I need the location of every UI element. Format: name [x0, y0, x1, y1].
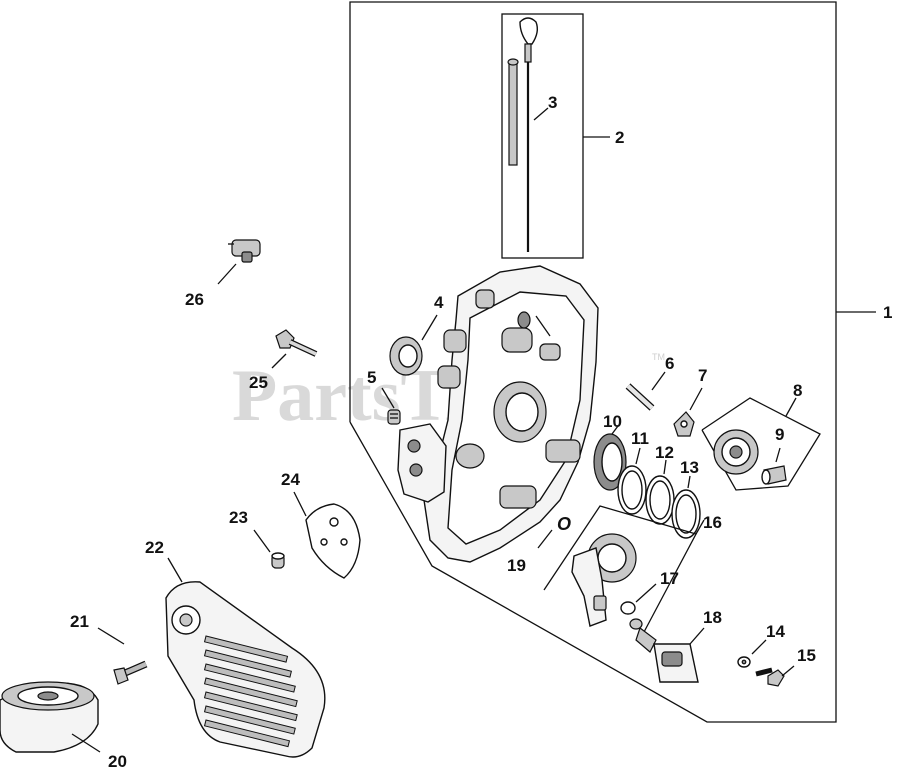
- oil-filter-nipple: [97, 627, 148, 685]
- callout-12: 12: [655, 443, 674, 462]
- callout-16: 16: [703, 513, 722, 532]
- callout-8: 8: [793, 381, 802, 400]
- callout-9: 9: [775, 425, 784, 444]
- callout-7: 7: [698, 366, 707, 385]
- oil-pickup: [629, 618, 705, 683]
- callout-22: 22: [145, 538, 164, 557]
- oil-pump-gear: [571, 533, 637, 627]
- callout-6: 6: [665, 354, 674, 373]
- dowel-pin: [625, 371, 666, 411]
- callout-26: 26: [185, 290, 204, 309]
- callout-23: 23: [229, 508, 248, 527]
- callout-18: 18: [703, 608, 722, 627]
- callout-25: 25: [249, 373, 268, 392]
- callout-13: 13: [680, 458, 699, 477]
- fitting: [253, 529, 285, 569]
- bolt-25: [271, 329, 318, 369]
- gasket: [293, 491, 361, 579]
- oil-pump-group-box: [543, 505, 705, 633]
- oil-filter: [0, 681, 101, 753]
- o-ring-19: O: [537, 514, 571, 549]
- oil-cooler: [165, 557, 326, 758]
- washer: [737, 639, 767, 668]
- callout-15: 15: [797, 646, 816, 665]
- callout-21: 21: [70, 612, 89, 631]
- shim-11: [617, 447, 647, 515]
- dipstick-group-box: [501, 13, 610, 259]
- callout-1: 1: [883, 303, 892, 322]
- callout-2: 2: [615, 128, 624, 147]
- breather-fitting: [381, 387, 401, 425]
- callout-19: 19: [507, 556, 526, 575]
- callout-4: 4: [434, 293, 444, 312]
- oil-pressure-switch: [217, 239, 261, 285]
- bolt-15: [755, 665, 795, 687]
- callout-17: 17: [660, 569, 679, 588]
- crankcase-cover: [397, 265, 599, 563]
- callout-10: 10: [603, 412, 622, 431]
- callout-11: 11: [631, 429, 649, 448]
- callout-14: 14: [766, 622, 785, 641]
- dipstick-tube: [507, 58, 519, 166]
- bearing: [593, 425, 627, 491]
- governor-shaft-pin: [761, 447, 787, 485]
- shim-13: [671, 475, 701, 539]
- shim-12: [645, 459, 675, 525]
- assembly-bracket-1: [349, 1, 876, 723]
- oil-seal: [389, 314, 438, 376]
- callout-20: 20: [108, 752, 127, 771]
- watermark-trademark: TM: [652, 352, 665, 362]
- governor-gear-group-box: [701, 397, 821, 491]
- callout-3: 3: [548, 93, 557, 112]
- lock-tab: [673, 387, 703, 437]
- governor-gear: [713, 429, 759, 475]
- callout-5: 5: [367, 368, 376, 387]
- callout-24: 24: [281, 470, 300, 489]
- dipstick: [519, 17, 549, 252]
- o-ring-17: [620, 583, 657, 615]
- svg-text:O: O: [557, 514, 571, 534]
